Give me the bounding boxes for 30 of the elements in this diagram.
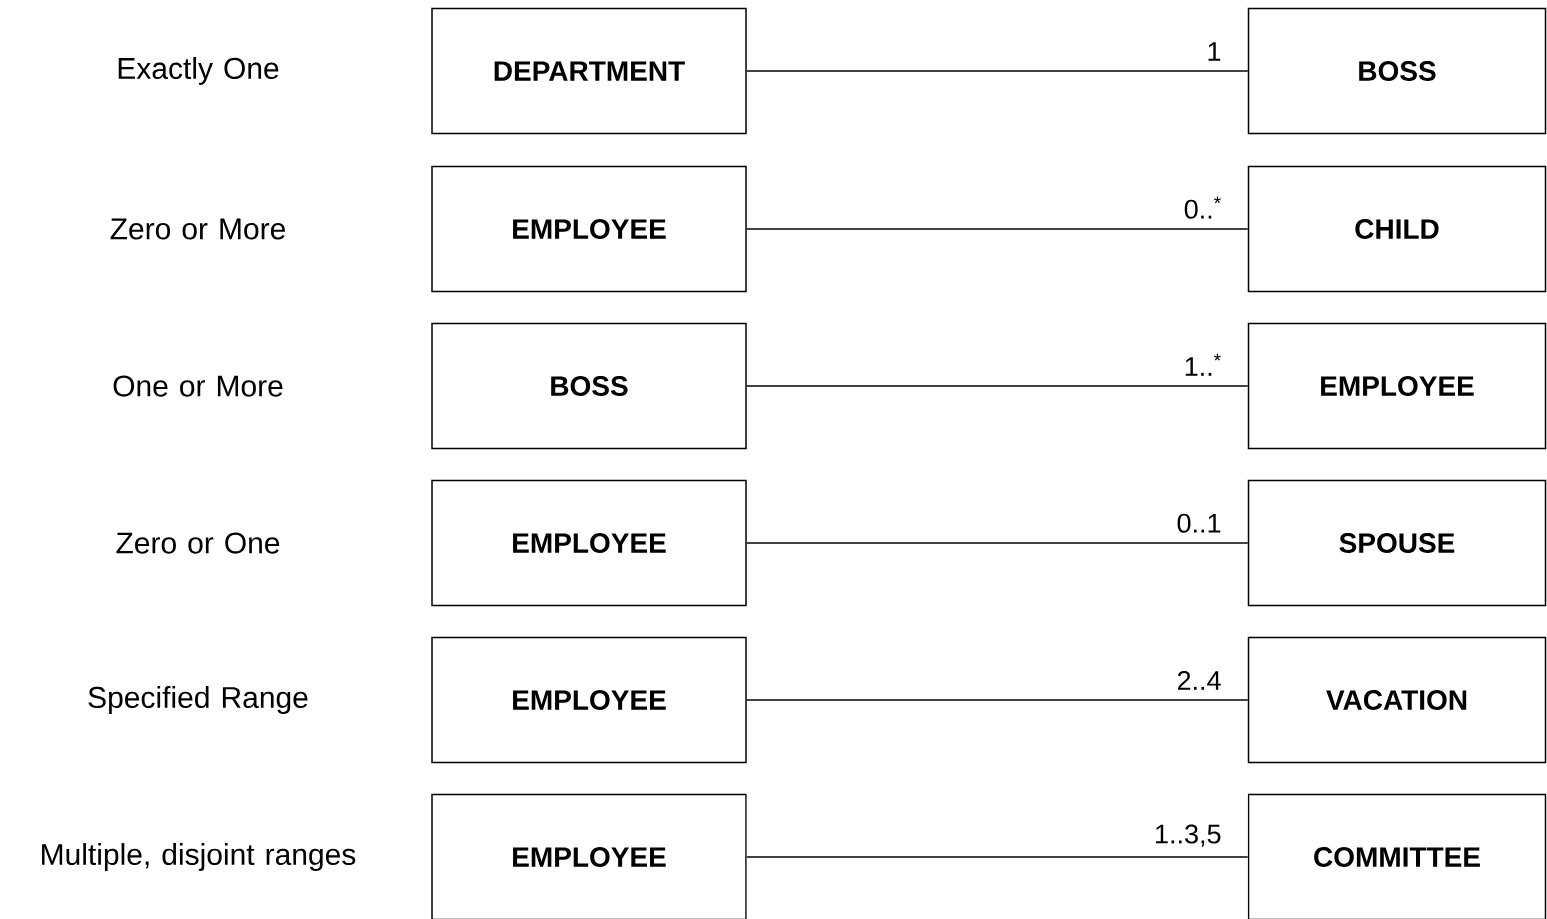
multiplicity-label: 1 (1208, 42, 1221, 61)
row-label: Zero or More (110, 218, 285, 240)
row-label: One or More (113, 375, 283, 397)
entity-box: CHILD (1247, 165, 1547, 293)
entity-box: COMMITTEE (1247, 793, 1547, 919)
association-line (746, 70, 1249, 72)
row-label: Specified Range (88, 686, 308, 714)
entity-box: EMPLOYEE (431, 165, 747, 293)
entity-box: DEPARTMENT (431, 7, 747, 135)
entity-box: BOSS (431, 322, 747, 450)
association-line (746, 542, 1249, 544)
association-line (746, 385, 1249, 387)
entity-box: VACATION (1247, 636, 1547, 764)
entity-box: EMPLOYEE (431, 636, 747, 764)
entity-box: EMPLOYEE (431, 479, 747, 607)
association-line (746, 228, 1249, 230)
multiplicity-label: 1..3,5 (1156, 824, 1221, 847)
multiplicity-label: 0..1 (1177, 513, 1221, 533)
entity-box: SPOUSE (1247, 479, 1547, 607)
multiplicity-label: 1..$^{*}$ (1185, 353, 1221, 376)
row-label: Exactly One (118, 57, 279, 85)
row-label: Zero or One (116, 532, 280, 554)
entity-box: BOSS (1247, 7, 1547, 135)
multiplicity-label: 2..4 (1177, 670, 1221, 690)
row-label: Multiple, disjoint ranges (42, 843, 356, 871)
association-line (746, 699, 1249, 701)
entity-box: EMPLOYEE (1247, 322, 1547, 450)
association-line (746, 856, 1249, 858)
entity-box: EMPLOYEE (431, 793, 747, 919)
multiplicity-label: 0..$^{*}$ (1184, 196, 1221, 219)
